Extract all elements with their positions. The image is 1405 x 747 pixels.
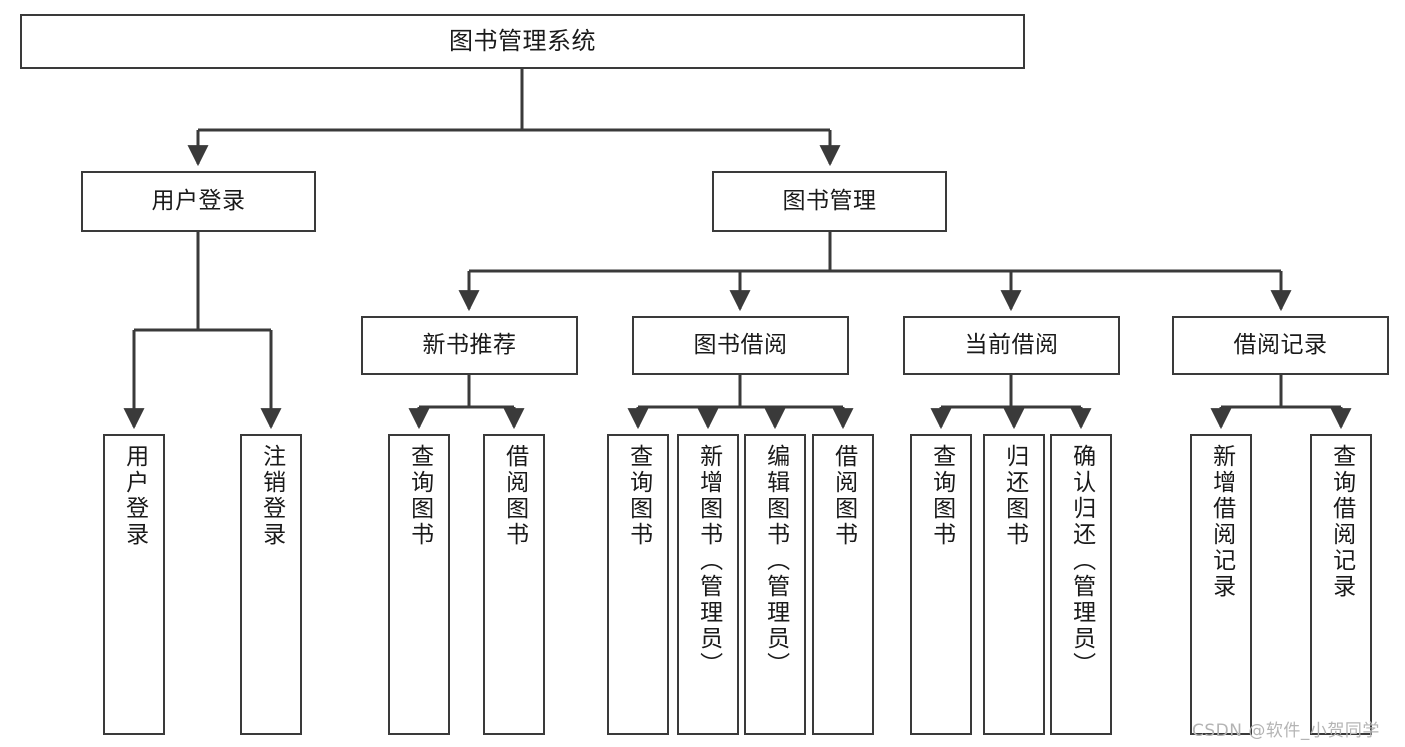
leaf-user-logout[interactable]: 注销登录 — [240, 434, 302, 735]
root[interactable]: 图书管理系统 — [20, 14, 1025, 69]
leaf-query-book-2[interactable]: 查询图书 — [607, 434, 669, 735]
book-borrow-label: 图书借阅 — [693, 331, 788, 358]
leaf-query-book-1-label: 查询图书 — [406, 444, 433, 548]
leaf-add-record[interactable]: 新增借阅记录 — [1190, 434, 1252, 735]
leaf-return-book[interactable]: 归还图书 — [983, 434, 1045, 735]
leaf-user-login-label: 用户登录 — [121, 444, 148, 548]
current-borrow-label: 当前借阅 — [964, 331, 1059, 358]
leaf-add-book-label: 新增图书（管理员） — [695, 444, 722, 678]
leaf-borrow-book-1[interactable]: 借阅图书 — [483, 434, 545, 735]
leaf-confirm-return[interactable]: 确认归还（管理员） — [1050, 434, 1112, 735]
leaf-borrow-book-1-label: 借阅图书 — [501, 444, 528, 548]
leaf-query-record[interactable]: 查询借阅记录 — [1310, 434, 1372, 735]
leaf-query-book-2-label: 查询图书 — [625, 444, 652, 548]
leaf-user-logout-label: 注销登录 — [258, 444, 285, 548]
root-label: 图书管理系统 — [449, 27, 596, 56]
borrow-record[interactable]: 借阅记录 — [1172, 316, 1389, 375]
borrow-record-label: 借阅记录 — [1233, 331, 1328, 358]
leaf-add-record-label: 新增借阅记录 — [1208, 444, 1235, 600]
leaf-return-book-label: 归还图书 — [1001, 444, 1028, 548]
leaf-query-book-3[interactable]: 查询图书 — [910, 434, 972, 735]
leaf-borrow-book-2[interactable]: 借阅图书 — [812, 434, 874, 735]
leaf-query-book-1[interactable]: 查询图书 — [388, 434, 450, 735]
new-book-recommend-label: 新书推荐 — [422, 331, 517, 358]
user-login-label: 用户登录 — [151, 187, 246, 214]
book-management[interactable]: 图书管理 — [712, 171, 947, 232]
leaf-edit-book[interactable]: 编辑图书（管理员） — [744, 434, 806, 735]
leaf-user-login[interactable]: 用户登录 — [103, 434, 165, 735]
leaf-add-book[interactable]: 新增图书（管理员） — [677, 434, 739, 735]
leaf-borrow-book-2-label: 借阅图书 — [830, 444, 857, 548]
leaf-confirm-return-label: 确认归还（管理员） — [1068, 444, 1095, 678]
csdn-watermark: CSDN @软件_小贺同学 — [1192, 721, 1380, 741]
book-borrow[interactable]: 图书借阅 — [632, 316, 849, 375]
new-book-recommend[interactable]: 新书推荐 — [361, 316, 578, 375]
book-management-label: 图书管理 — [782, 187, 877, 214]
current-borrow[interactable]: 当前借阅 — [903, 316, 1120, 375]
user-login[interactable]: 用户登录 — [81, 171, 316, 232]
leaf-query-record-label: 查询借阅记录 — [1328, 444, 1355, 600]
leaf-query-book-3-label: 查询图书 — [928, 444, 955, 548]
leaf-edit-book-label: 编辑图书（管理员） — [762, 444, 789, 678]
